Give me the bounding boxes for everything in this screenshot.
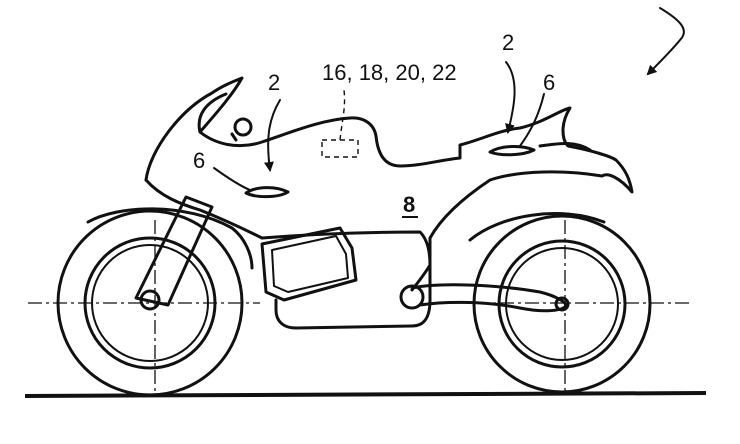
label-6-front: 6: [193, 148, 205, 173]
windscreen: [197, 92, 228, 134]
label-2-rear: 2: [502, 30, 514, 55]
leader-group: [339, 89, 346, 141]
label-16-18-20-22: 16, 18, 20, 22: [322, 60, 457, 85]
front-wheel: [56, 209, 244, 397]
front-fork: [134, 195, 214, 311]
mirror: [230, 117, 253, 142]
front-fender: [86, 207, 254, 270]
rear-fender: [468, 212, 606, 242]
tail-detail: [538, 142, 592, 152]
swing-arm: [399, 283, 570, 313]
frame-lower: [144, 178, 264, 240]
hidden-component-box: [321, 139, 359, 158]
rear-lamp: [488, 145, 536, 157]
label-6-rear: 6: [543, 70, 555, 95]
body-fairing: [144, 76, 634, 292]
label-8: 8: [403, 192, 415, 217]
leader-lines: [213, 7, 685, 218]
engine-block: [260, 226, 432, 330]
label-2-front: 2: [268, 70, 280, 95]
front-lamp: [244, 186, 290, 199]
